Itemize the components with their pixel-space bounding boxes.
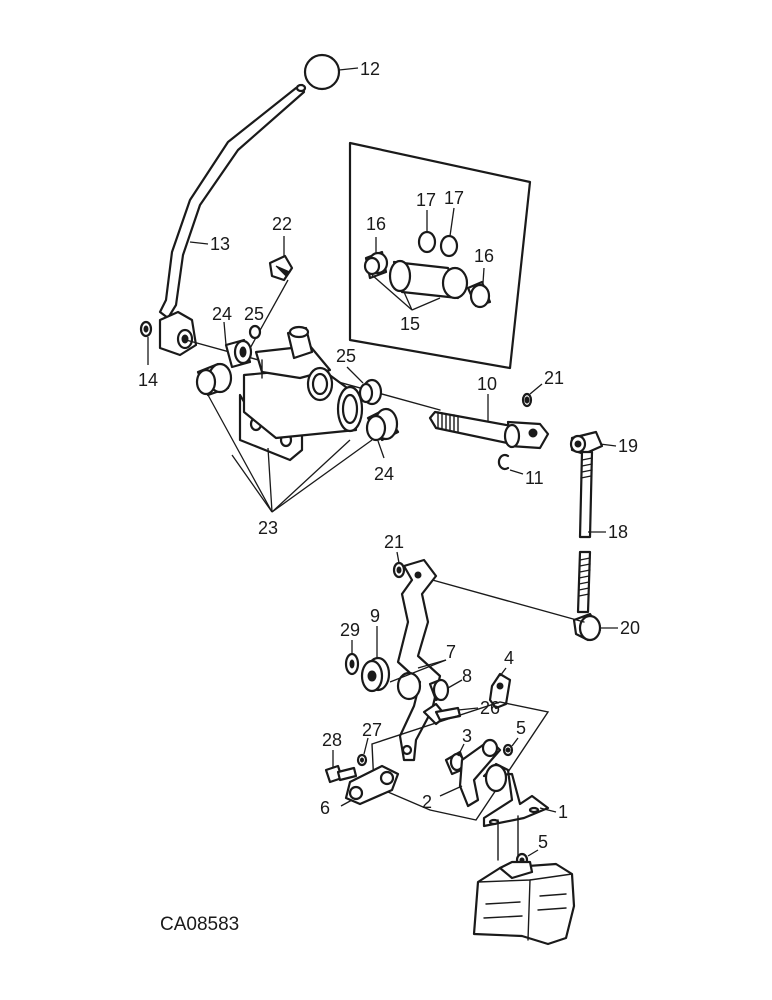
bolt-26	[422, 702, 479, 726]
callout-20: 20	[620, 618, 640, 638]
bushing-23-left	[195, 362, 233, 397]
shaft-10	[428, 394, 550, 450]
arm-2	[439, 738, 502, 808]
callout-17-right: 17	[444, 188, 464, 208]
callout-17-left: 17	[416, 190, 436, 210]
callout-23: 23	[258, 518, 278, 538]
bushing-16-left	[363, 237, 389, 280]
washer-14	[139, 320, 153, 365]
ball-joint-19	[569, 430, 617, 456]
link-plate-4	[488, 667, 512, 710]
callout-22: 22	[272, 214, 292, 234]
crank-arm-7	[389, 558, 447, 762]
rod-18	[576, 450, 606, 614]
bracket-1	[482, 762, 557, 828]
callout-14: 14	[138, 370, 158, 390]
bushing-25-left	[248, 324, 262, 340]
callout-13: 13	[210, 234, 230, 254]
bushing-25-right	[346, 366, 383, 406]
clip-21-lower	[392, 551, 406, 579]
callout-5-lower: 5	[538, 832, 548, 852]
washer-5-lower	[497, 815, 539, 868]
callout-16-left: 16	[366, 214, 386, 234]
callout-24-upper: 24	[212, 304, 232, 324]
link-centerline	[417, 575, 585, 623]
pulley-9	[360, 626, 391, 693]
e-clip-11	[497, 453, 524, 475]
callout-26: 26	[480, 698, 500, 718]
callout-24-lower: 24	[374, 464, 394, 484]
shift-lever	[158, 83, 307, 357]
callout-4: 4	[504, 648, 514, 668]
callout-9: 9	[370, 606, 380, 626]
washer-5-upper	[502, 737, 519, 757]
callout-5-upper: 5	[516, 718, 526, 738]
bushing-24-left	[223, 321, 253, 369]
callout-25-lower: 25	[336, 346, 356, 366]
callout-16-right: 16	[474, 246, 494, 266]
callout-11: 11	[525, 468, 544, 488]
callout-29: 29	[340, 620, 360, 640]
bushing-16-right	[466, 267, 492, 309]
snap-rings-17	[417, 207, 459, 258]
ball-joint-20	[572, 612, 618, 642]
callout-2: 2	[422, 792, 432, 812]
clip-22	[247, 236, 294, 353]
callout-6: 6	[320, 798, 330, 818]
link-6	[340, 764, 400, 807]
callout-1: 1	[558, 802, 568, 822]
callout-12: 12	[360, 59, 380, 79]
figure-code: CA08583	[160, 914, 239, 935]
bushing-8	[428, 678, 463, 702]
callout-21-upper: 21	[544, 368, 564, 388]
callout-15: 15	[400, 314, 420, 334]
callout-3: 3	[462, 726, 472, 746]
clip-21-upper	[521, 383, 543, 408]
inset-box	[348, 141, 532, 370]
bushings-23-leaders	[207, 394, 373, 513]
callout-19: 19	[618, 436, 638, 456]
pin-15	[388, 259, 469, 300]
callout-10: 10	[477, 374, 497, 394]
bolt-28	[324, 750, 358, 784]
washer-27	[356, 737, 369, 767]
transmission-housing	[472, 860, 576, 946]
callout-27: 27	[362, 720, 382, 740]
knob	[303, 53, 359, 91]
callout-7: 7	[446, 642, 456, 662]
callout-25-upper: 25	[244, 304, 264, 324]
callout-28: 28	[322, 730, 342, 750]
callout-8: 8	[462, 666, 472, 686]
callout-21-lower: 21	[384, 532, 404, 552]
washer-29	[344, 640, 360, 676]
lever-housing	[238, 325, 364, 462]
callouts: 12 13 22 14 24 25 25 24 23 16 17 17 16 1…	[138, 59, 640, 852]
callout-18: 18	[608, 522, 628, 542]
bushing-24-right	[365, 407, 400, 459]
